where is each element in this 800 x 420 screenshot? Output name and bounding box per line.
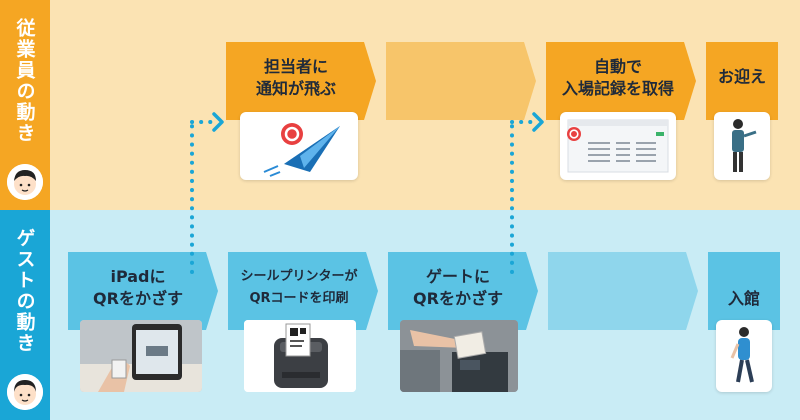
businessman-icon	[732, 119, 757, 172]
connector-ipad-to-notify	[190, 112, 224, 274]
printer-photo	[244, 320, 356, 392]
staff-step-record: 自動で 入場記録を取得	[546, 42, 696, 120]
guest-step-enter-line1: 入館	[727, 289, 760, 308]
ipad-photo	[80, 320, 202, 392]
arrow-right-icon	[212, 112, 224, 132]
gate-photo	[400, 320, 518, 392]
guest-step-gate: ゲートに QRをかざす	[388, 252, 538, 330]
security-gate-icon	[400, 320, 518, 392]
staff-step-notify: 担当者に 通知が飛ぶ	[226, 42, 376, 120]
guest-step-ipad: iPadに QRをかざす	[68, 252, 218, 330]
connector-gate-to-record	[510, 112, 544, 274]
guest-lane-title: ゲストの動き	[13, 228, 36, 354]
paper-plane-icon	[263, 123, 340, 177]
guest-person-card	[716, 320, 772, 392]
guest-step-ipad-line2: QRをかざす	[93, 289, 183, 308]
staff-avatar-icon	[7, 164, 43, 200]
visitor-walking-icon	[730, 327, 754, 383]
arrow-right-icon	[532, 112, 544, 132]
guest-avatar-icon	[7, 374, 43, 410]
label-printer-icon	[244, 320, 356, 392]
guest-step-ipad-line1: iPadに	[110, 267, 166, 286]
guest-step-empty	[548, 252, 698, 330]
entry-log-screen-icon	[567, 119, 669, 173]
staff-person-card	[714, 112, 770, 180]
guest-step-gate-line1: ゲートに	[425, 267, 490, 286]
ipad-kiosk-icon	[80, 320, 202, 392]
guest-step-printer-line2: QRコードを印刷	[249, 291, 349, 306]
guest-lane-label: ゲストの動き	[0, 210, 50, 420]
guest-step-gate-line2: QRをかざす	[413, 289, 503, 308]
guest-step-printer-line1: シールプリンターが	[240, 269, 358, 284]
staff-step-welcome: お迎え	[706, 42, 778, 120]
staff-step-notify-line2: 通知が飛ぶ	[255, 79, 336, 98]
guest-step-enter: 入館	[708, 252, 780, 330]
guest-step-printer: シールプリンターが QRコードを印刷	[228, 252, 378, 330]
staff-step-empty	[386, 42, 536, 120]
entry-log-card	[560, 112, 676, 180]
staff-step-notify-line1: 担当者に	[263, 57, 328, 76]
staff-lane-label: 従業員の動き	[0, 0, 50, 210]
staff-step-welcome-line1: お迎え	[717, 67, 766, 86]
staff-lane-title: 従業員の動き	[13, 18, 36, 144]
staff-step-record-line2: 入場記録を取得	[561, 79, 674, 98]
staff-step-record-line1: 自動で	[593, 57, 642, 76]
notification-card	[240, 112, 358, 180]
